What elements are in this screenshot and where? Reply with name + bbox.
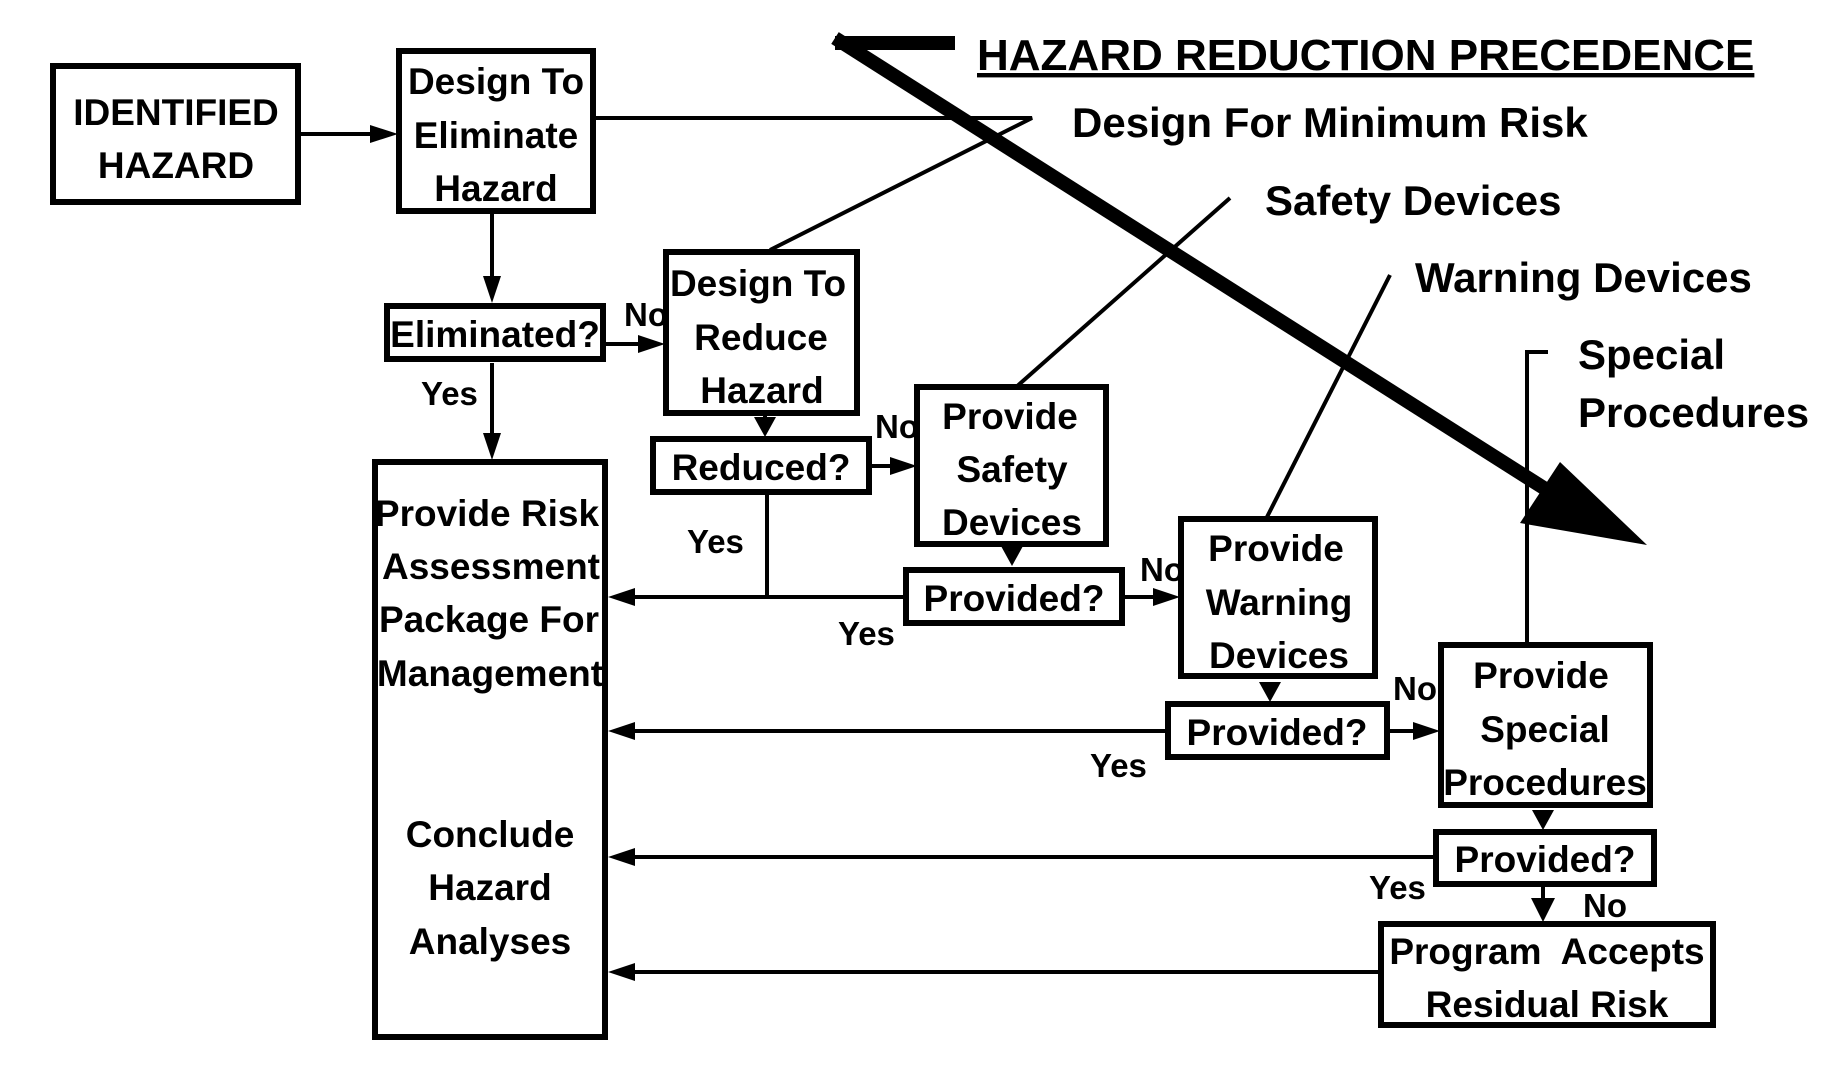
yes-label-eliminated: Yes	[421, 375, 478, 412]
label-special-procedures-1: Special	[1578, 331, 1725, 378]
design-reduce-line-1: Design To	[670, 263, 846, 304]
design-eliminate-line-2: Eliminate	[414, 115, 579, 156]
flow-connectors	[298, 125, 1555, 981]
no-label-eliminated: No	[624, 296, 668, 333]
eliminated-decision-box	[384, 303, 606, 362]
yes-label-safety: Yes	[838, 615, 895, 652]
provide-special-line-3: Procedures	[1443, 762, 1647, 803]
provide-safety-line-2: Safety	[956, 449, 1067, 490]
diagram-title: HAZARD REDUCTION PRECEDENCE	[977, 31, 1754, 80]
design-eliminate-line-3: Hazard	[434, 168, 557, 209]
safety-provided-question: Provided?	[924, 578, 1105, 619]
no-label-safety: No	[1140, 551, 1184, 588]
identified-hazard-box	[50, 63, 301, 205]
safety-provided-decision-box	[903, 567, 1125, 626]
program-accepts-line-2: Residual Risk	[1426, 984, 1669, 1025]
design-eliminate-line-1: Design To	[408, 61, 584, 102]
reduced-question: Reduced?	[672, 447, 851, 488]
program-accepts-box	[1378, 921, 1716, 1028]
label-design-min-risk: Design For Minimum Risk	[1072, 99, 1588, 146]
label-special-procedures-2: Procedures	[1578, 389, 1809, 436]
provide-warning-box	[1178, 516, 1378, 679]
yes-label-warning: Yes	[1090, 747, 1147, 784]
label-warning-devices: Warning Devices	[1415, 254, 1752, 301]
precedence-arrow	[831, 32, 1647, 545]
warning-provided-decision-box	[1165, 701, 1390, 760]
design-reduce-line-3: Hazard	[700, 370, 823, 411]
conclude-line-1: Conclude	[406, 814, 575, 855]
risk-assessment-box	[372, 459, 608, 1040]
risk-package-line-4: Management	[377, 653, 603, 694]
no-label-warning: No	[1393, 670, 1437, 707]
provide-special-line-1: Provide	[1473, 655, 1609, 696]
program-accepts-line-1: Program Accepts	[1389, 931, 1704, 972]
special-provided-decision-box	[1433, 829, 1657, 887]
no-label-special: No	[1583, 887, 1627, 924]
design-reduce-box	[663, 249, 860, 416]
special-provided-question: Provided?	[1455, 839, 1636, 880]
design-reduce-line-2: Reduce	[694, 317, 828, 358]
label-safety-devices: Safety Devices	[1265, 177, 1562, 224]
provide-safety-line-3: Devices	[942, 502, 1082, 543]
identified-hazard-line-1: IDENTIFIED	[73, 92, 279, 133]
risk-package-line-1: Provide Risk	[375, 493, 600, 534]
risk-package-line-2: Assessment	[382, 546, 600, 587]
provide-safety-box	[914, 384, 1109, 547]
eliminated-question: Eliminated?	[390, 314, 600, 355]
identified-hazard-line-2: HAZARD	[98, 145, 254, 186]
no-label-reduced: No	[875, 408, 919, 445]
risk-package-line-3: Package For	[379, 599, 599, 640]
yes-label-reduced: Yes	[687, 523, 744, 560]
provide-warning-line-1: Provide	[1208, 528, 1344, 569]
provide-special-line-2: Special	[1480, 709, 1610, 750]
reduced-decision-box	[650, 436, 872, 495]
warning-provided-question: Provided?	[1187, 712, 1368, 753]
conclude-line-3: Analyses	[409, 921, 572, 962]
yes-label-special: Yes	[1369, 869, 1426, 906]
design-eliminate-box	[396, 48, 596, 214]
conclude-line-2: Hazard	[428, 867, 551, 908]
provide-special-box	[1438, 642, 1653, 808]
provide-warning-line-3: Devices	[1209, 635, 1349, 676]
provide-warning-line-2: Warning	[1206, 582, 1353, 623]
provide-safety-line-1: Provide	[942, 396, 1078, 437]
leader-lines	[592, 116, 1548, 645]
